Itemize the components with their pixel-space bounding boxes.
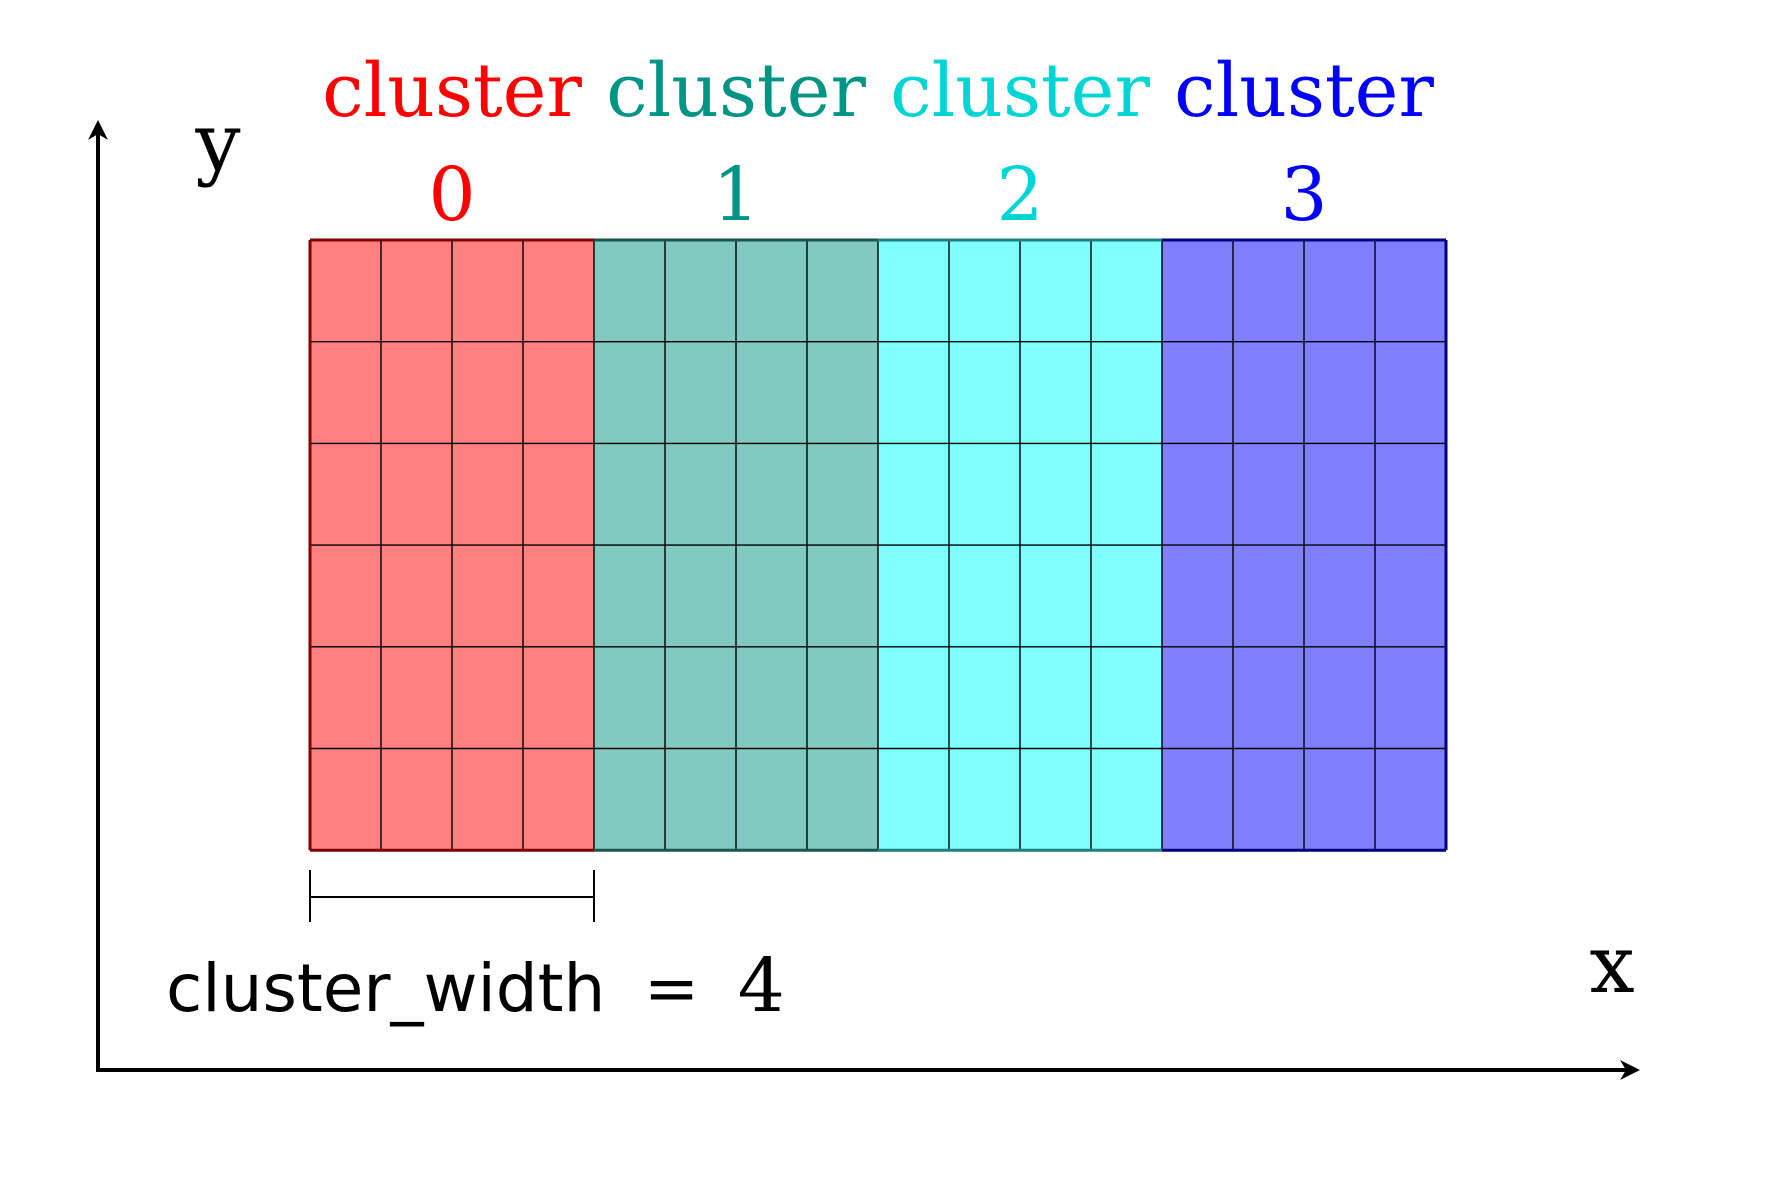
cluster-label-number-0: 0 xyxy=(428,152,475,238)
cluster-width-name: cluster_width xyxy=(166,950,605,1027)
cluster-width-annotation: cluster_width = 4 xyxy=(166,943,785,1029)
cluster-label-number-3: 3 xyxy=(1280,152,1327,238)
cluster-width-operator: = xyxy=(644,950,699,1027)
x-axis-label: x xyxy=(1589,918,1634,1011)
cluster-label-word-1: cluster xyxy=(606,48,866,134)
grid-lines xyxy=(310,240,1446,851)
cluster-width-bracket xyxy=(309,870,595,922)
cluster-label-word-3: cluster xyxy=(1174,48,1434,134)
cluster-label-word-0: cluster xyxy=(322,48,582,134)
cluster-width-value: 4 xyxy=(738,943,785,1029)
cluster-labels: cluster 0 cluster 1 cluster 2 cluster 3 xyxy=(322,48,1434,238)
y-axis-label: y xyxy=(194,96,240,189)
cluster-label-number-1: 1 xyxy=(712,152,759,238)
cluster-label-word-2: cluster xyxy=(890,48,1150,134)
cluster-label-number-2: 2 xyxy=(996,152,1043,238)
cluster-borders xyxy=(308,238,1448,852)
